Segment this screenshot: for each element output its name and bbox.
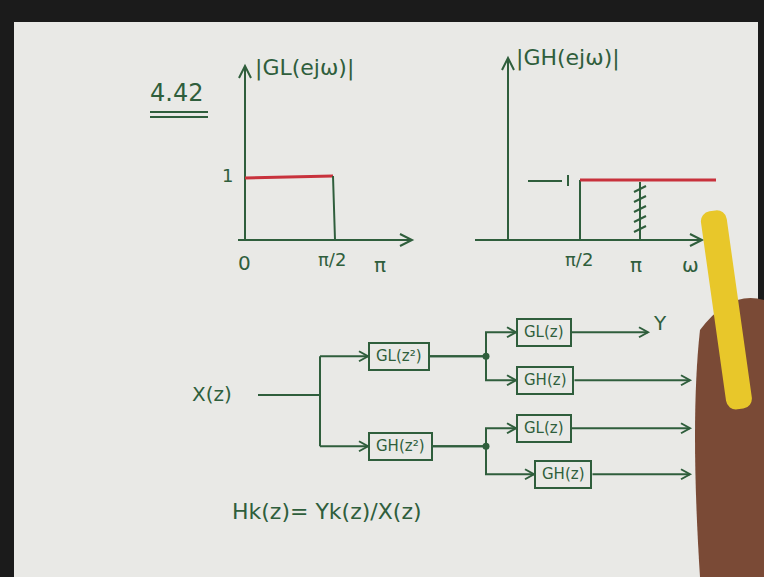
filter-name: GH(z²) [376,438,425,455]
filter-name: GL(z) [524,324,564,341]
tick-label: π [630,254,642,276]
tick-label: π [374,254,386,276]
filter-name: GL(z) [524,420,564,437]
axis-label: |GL(ejω)| [255,56,354,80]
tick-label: π/2 [565,250,593,270]
input-wire [258,394,320,396]
filter-name: GH(z) [542,466,584,483]
signal-name: X(z) [192,383,232,405]
arrow-head [681,469,690,479]
signal-wire [430,332,516,356]
input-wire [320,445,368,447]
signal-wire [433,428,517,446]
section-number: 4.42 [150,80,203,106]
arrow-head [507,423,516,433]
tick-label: 1 [222,166,233,186]
filter-box: GH(z) [534,460,592,489]
arrow-head [639,327,648,337]
output-wire [572,427,690,429]
input-wire [319,356,321,446]
filter-name: GL(z²) [376,348,422,365]
signal-name: Y [654,312,666,334]
filter-box: GH(z²) [368,432,433,461]
whiteboard [14,22,758,577]
filter-box: GL(z) [516,414,572,443]
filter-box: GH(z) [516,366,574,395]
tick-label: ω [682,254,699,276]
filter-name: GH(z) [524,372,566,389]
signal-wire [433,446,535,474]
output-wire [592,473,690,475]
tick-label: 0 [238,252,251,274]
arrow-head [359,351,368,361]
input-wire [320,355,368,357]
tick-label: π/2 [318,250,346,270]
filter-box: GL(z) [516,318,572,347]
arrow-head [681,423,690,433]
arrow-head [681,375,690,385]
arrow-head [507,327,516,337]
output-wire [572,331,648,333]
output-wire [574,379,690,381]
arrow-head [525,469,534,479]
filter-box: GL(z²) [368,342,430,371]
axis-label: |GH(ejω)| [516,46,620,70]
equation: Hk(z)= Yk(z)/X(z) [232,500,422,524]
arrow-head [507,375,516,385]
arrow-head [359,441,368,451]
signal-wire [430,356,516,380]
